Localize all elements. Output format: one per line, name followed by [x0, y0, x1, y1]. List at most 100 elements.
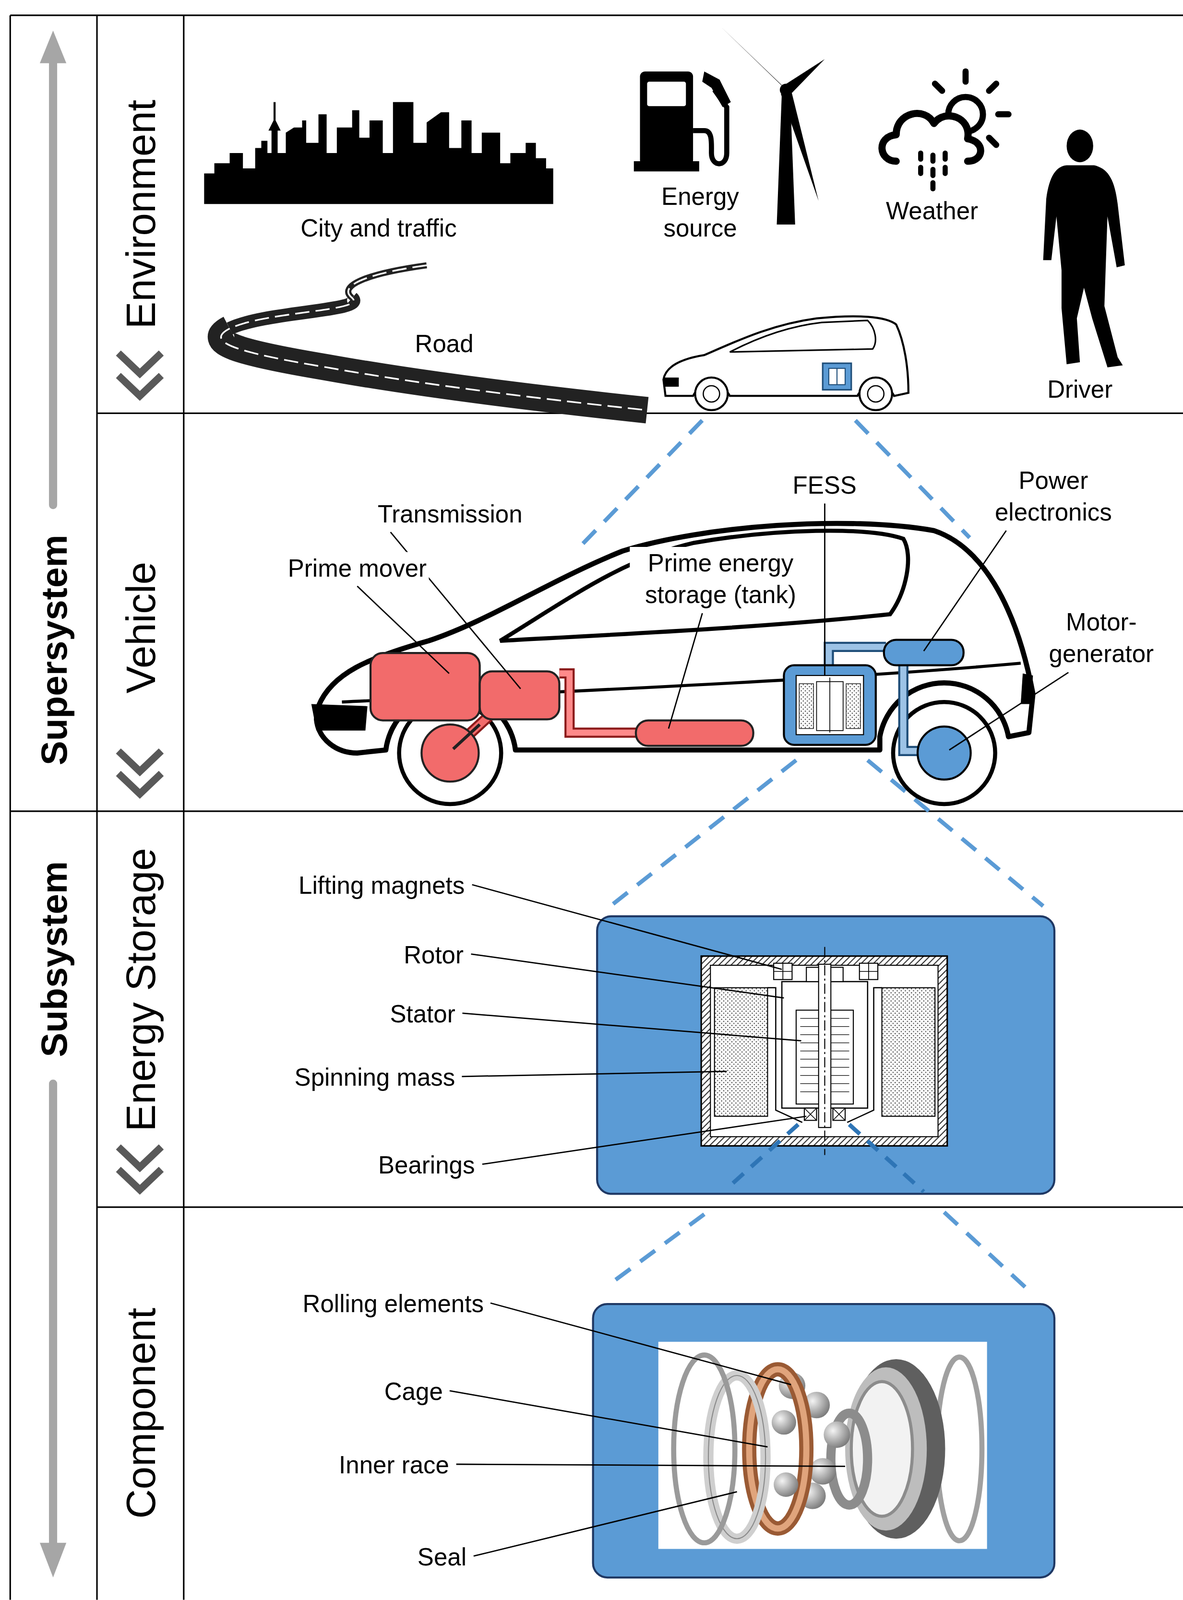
fuel-pump-icon	[633, 161, 700, 172]
leader-line	[472, 884, 782, 970]
zoom-line	[855, 420, 970, 538]
fuel-pump-icon	[633, 71, 731, 172]
flywheel-drivetrain	[796, 675, 864, 735]
weather-icon	[942, 153, 948, 160]
bearing-exploded-view	[771, 1410, 797, 1435]
flywheel-drivetrain	[917, 726, 971, 780]
vehicle-outline	[311, 704, 368, 731]
flywheel-section	[701, 947, 948, 1156]
leader-line	[824, 503, 826, 676]
level-arrow	[48, 59, 58, 505]
zoom-line	[944, 1212, 1026, 1289]
small-car	[859, 377, 893, 411]
part-label: Rotor	[401, 938, 466, 971]
fuel-pump-icon	[646, 81, 686, 107]
flywheel-section	[773, 963, 792, 980]
zoom-line	[577, 420, 703, 550]
part-label: Seal	[415, 1540, 469, 1573]
leader-line	[668, 613, 703, 729]
leader-line	[456, 1464, 846, 1467]
environment-label: Weather	[884, 194, 981, 227]
environment-label: Energy source	[636, 180, 764, 245]
weather-icon	[934, 83, 943, 91]
fuel-pump-icon	[640, 71, 694, 166]
frame-lines	[182, 15, 185, 1600]
flywheel-drivetrain	[783, 665, 876, 746]
road	[229, 298, 354, 329]
conventional-drivetrain	[370, 653, 754, 782]
weather-icon	[930, 155, 936, 162]
frame-lines	[9, 15, 12, 1600]
level-label: Component	[118, 1308, 164, 1520]
bearing-exploded-view	[673, 1355, 736, 1543]
chevron	[118, 353, 162, 396]
small-car	[663, 377, 679, 387]
small-car	[867, 385, 885, 403]
level-label: Vehicle	[118, 561, 164, 694]
bearing-exploded-view	[809, 1458, 837, 1485]
weather-icon	[930, 169, 936, 176]
weather-icon	[930, 182, 936, 190]
part-label: Lifting magnets	[296, 869, 467, 901]
part-label: Rolling elements	[300, 1287, 486, 1320]
environment-label: City and traffic	[298, 211, 459, 244]
level-band: Vehicle	[96, 413, 184, 812]
part-label: Transmission	[375, 497, 525, 530]
weather-icon	[989, 137, 997, 145]
zoom-line	[726, 1124, 924, 1193]
level-band: Environment	[96, 15, 184, 414]
driver-silhouette	[1043, 129, 1125, 368]
frame-lines	[96, 1206, 1183, 1208]
level-label: Subsystem	[33, 861, 74, 1058]
weather-icon	[989, 83, 997, 91]
part-label: Prime energy storage (tank)	[629, 547, 813, 611]
level-label: Energy Storage	[118, 848, 164, 1132]
zoom-line	[610, 1214, 705, 1285]
weather-icon	[920, 153, 945, 189]
leader-line	[949, 672, 1069, 751]
wind-turbine-icon	[779, 83, 793, 96]
component-panel	[658, 1342, 988, 1550]
level-band: Energy Storage	[96, 811, 184, 1208]
conventional-drivetrain	[479, 671, 560, 720]
small-car	[703, 385, 720, 403]
level-arrow	[48, 1084, 58, 1547]
chevron	[118, 751, 162, 794]
supersystem-band: Supersystem	[10, 15, 97, 812]
small-car	[822, 363, 852, 390]
component-panel	[593, 1304, 1055, 1578]
leader-line	[462, 1013, 801, 1041]
flywheel-section	[824, 947, 825, 1156]
road	[221, 265, 648, 411]
conventional-drivetrain	[370, 653, 480, 721]
zoom-line	[849, 1124, 924, 1193]
level-label: Environment	[118, 99, 164, 330]
part-label: Prime mover	[286, 551, 430, 584]
flywheel-drivetrain	[884, 640, 964, 666]
flywheel-section	[804, 1108, 817, 1122]
leader-line	[449, 1391, 768, 1448]
small-car	[729, 320, 876, 353]
road	[221, 265, 648, 411]
driver-silhouette	[1066, 129, 1094, 163]
weather-icon	[942, 167, 948, 174]
part-label: Power electronics	[974, 464, 1133, 529]
flywheel-drivetrain	[846, 683, 861, 729]
small-car	[663, 316, 909, 411]
city-skyline	[203, 102, 553, 205]
weather-icon	[918, 167, 924, 174]
part-label: FESS	[790, 468, 859, 501]
subsystem-band: Subsystem	[10, 811, 97, 1600]
part-label: Inner race	[336, 1448, 452, 1481]
zoom-line	[610, 760, 797, 907]
frame-lines	[10, 14, 1183, 16]
leader-line	[461, 1071, 727, 1077]
fuel-pump-icon	[702, 71, 731, 108]
leader-line	[473, 1492, 738, 1557]
part-label: Stator	[387, 997, 458, 1030]
weather-icon	[962, 71, 969, 82]
